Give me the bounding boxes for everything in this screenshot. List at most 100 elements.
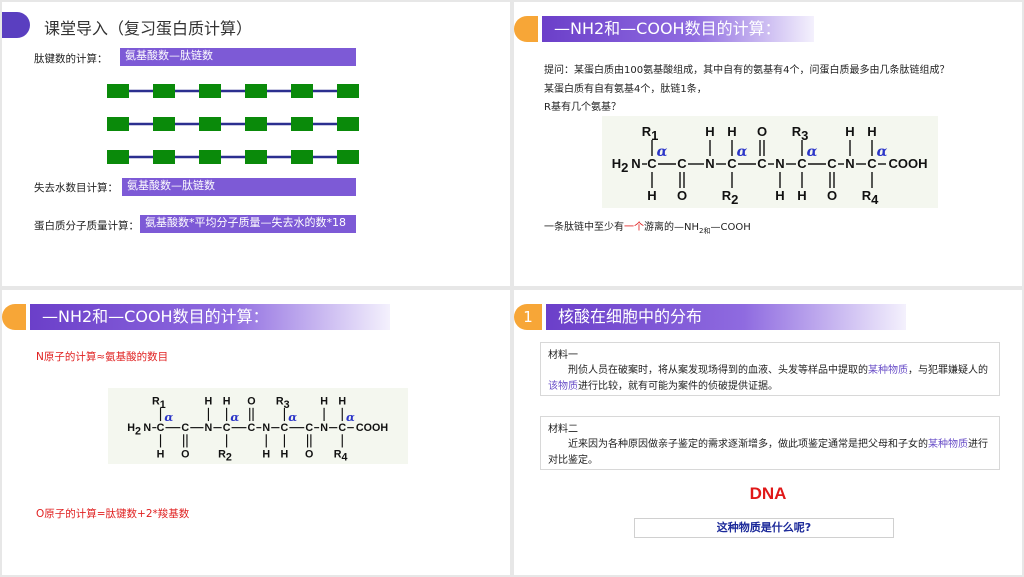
panel-title: —NH2和—COOH数目的计算： — [542, 16, 814, 42]
oxygen: O — [247, 396, 255, 408]
h2n-group: H2 — [612, 156, 629, 175]
r2-group: R2 — [722, 188, 739, 207]
amino-acid-bead — [153, 84, 175, 98]
alpha-symbol: α — [737, 144, 748, 160]
alpha-carbon: C — [797, 156, 807, 171]
r4-group: R4 — [862, 188, 879, 207]
amino-acid-bead — [199, 84, 221, 98]
water-label: 失去水数目计算： — [34, 182, 118, 194]
conclusion-part-d: —COOH — [710, 222, 751, 233]
conclusion-text: 一条肽链中至少有一个游离的—NH2和—COOH — [544, 218, 751, 236]
n-rule: N原子的计算≈氨基酸的数目 — [36, 351, 169, 363]
amino-acid-bead — [291, 150, 313, 164]
title-tab — [2, 12, 30, 38]
amino-acid-bead — [291, 117, 313, 131]
water-formula-box: 氨基酸数—肽链数 — [122, 178, 356, 196]
conclusion-part-c: 游离的—NH — [644, 222, 699, 233]
panel-title: —NH2和—COOH数目的计算： — [30, 304, 390, 330]
m2-highlight: 某种物质 — [928, 439, 968, 450]
oxygen: O — [305, 448, 313, 460]
r1-group: R1 — [152, 396, 166, 411]
panel-title: 核酸在细胞中的分布 — [546, 304, 906, 330]
r3-group: R3 — [276, 396, 290, 411]
conclusion-sub: 2和 — [699, 227, 711, 235]
material-two-text: 近来因为各种原因做亲子鉴定的需求逐渐增多，做此项鉴定通常是把父母和子女的某种物质… — [548, 437, 992, 469]
amino-acid-bead — [107, 150, 129, 164]
h2n-nitrogen: N — [631, 156, 640, 171]
alpha-symbol: α — [807, 144, 818, 160]
panel-title: 课堂导入（复习蛋白质计算） — [44, 19, 253, 38]
material-one-title: 材料一 — [548, 350, 578, 361]
hydrogen: H — [157, 448, 165, 460]
amino-acid-bead — [337, 150, 359, 164]
hydrogen: H — [775, 188, 784, 203]
hydrogen: H — [647, 188, 656, 203]
hydrogen: H — [797, 188, 806, 203]
carbonyl-carbon: C — [757, 156, 767, 171]
peptide-formula-box: 氨基酸数—肽链数 — [120, 48, 356, 66]
panel-amino-carboxyl: —NH2和—COOH数目的计算： 提问：某蛋白质由100氨基酸组成，其中自有的氨… — [514, 2, 1022, 286]
r2-group: R2 — [218, 448, 232, 463]
alpha-symbol: α — [230, 410, 239, 424]
section-number: 1 — [514, 304, 542, 330]
alpha-carbon: C — [867, 156, 877, 171]
amide-nitrogen: N — [705, 156, 714, 171]
orange-tab — [514, 16, 538, 42]
m1-highlight-1: 某种物质 — [868, 365, 908, 376]
r1-group: R1 — [642, 124, 659, 143]
hydrogen: H — [845, 124, 854, 139]
alpha-symbol: α — [346, 410, 355, 424]
cooh-group: COOH — [889, 156, 928, 171]
amino-acid-bead — [153, 150, 175, 164]
panel-protein-review: 课堂导入（复习蛋白质计算） 肽键数的计算： 氨基酸数—肽链数 失去水数目计算： … — [2, 2, 510, 286]
question-line2: 某蛋白质有自有氨基4个，肽链1条， — [544, 84, 707, 95]
mass-label: 蛋白质分子质量计算： — [34, 220, 139, 232]
oxygen: O — [181, 448, 189, 460]
carbonyl-carbon: C — [181, 422, 189, 434]
alpha-carbon: C — [281, 422, 289, 434]
question-box: 这种物质是什么呢? — [634, 518, 894, 538]
carbonyl-carbon: C — [827, 156, 837, 171]
m1-part-b: ，与犯罪嫌疑 — [908, 365, 968, 376]
carbonyl-carbon: C — [677, 156, 687, 171]
alpha-symbol: α — [288, 410, 297, 424]
alpha-symbol: α — [877, 144, 888, 160]
m1-highlight-2: 该物质 — [548, 381, 578, 392]
alpha-symbol: α — [164, 410, 173, 424]
carbonyl-carbon: C — [305, 422, 313, 434]
o-rule: O原子的计算=肽键数+2*羧基数 — [36, 508, 190, 520]
h2n-nitrogen: N — [143, 422, 151, 434]
material-two-title: 材料二 — [548, 424, 578, 435]
amino-acid-bead — [153, 117, 175, 131]
amino-acid-bead — [291, 84, 313, 98]
amide-nitrogen: N — [262, 422, 270, 434]
mass-formula-box: 氨基酸数*平均分子质量—失去水的数*18 — [140, 215, 356, 233]
amino-acid-bead — [107, 117, 129, 131]
hydrogen: H — [223, 396, 231, 408]
oxygen: O — [757, 124, 767, 139]
hydrogen: H — [727, 124, 736, 139]
alpha-carbon: C — [727, 156, 737, 171]
amino-acid-bead — [245, 84, 267, 98]
m1-part-a: 刑侦人员在破案时，将从案发现场得到的血液、头发等样品中提取的 — [568, 365, 868, 376]
m1-part-d: 进行比较，就有可能为案件的侦破提供证据。 — [578, 381, 778, 392]
dna-answer: DNA — [749, 484, 787, 503]
r4-group: R4 — [334, 448, 348, 463]
oxygen: O — [677, 188, 687, 203]
oxygen: O — [827, 188, 837, 203]
hydrogen: H — [867, 124, 876, 139]
amide-nitrogen: N — [845, 156, 854, 171]
conclusion-highlight: 一个 — [624, 222, 644, 233]
amino-acid-bead — [337, 117, 359, 131]
m1-part-c: 人的 — [968, 365, 988, 376]
amino-acid-bead — [107, 84, 129, 98]
alpha-carbon: C — [647, 156, 657, 171]
alpha-carbon: C — [338, 422, 346, 434]
amino-acid-bead — [245, 150, 267, 164]
amide-nitrogen: N — [320, 422, 328, 434]
hydrogen: H — [320, 396, 328, 408]
